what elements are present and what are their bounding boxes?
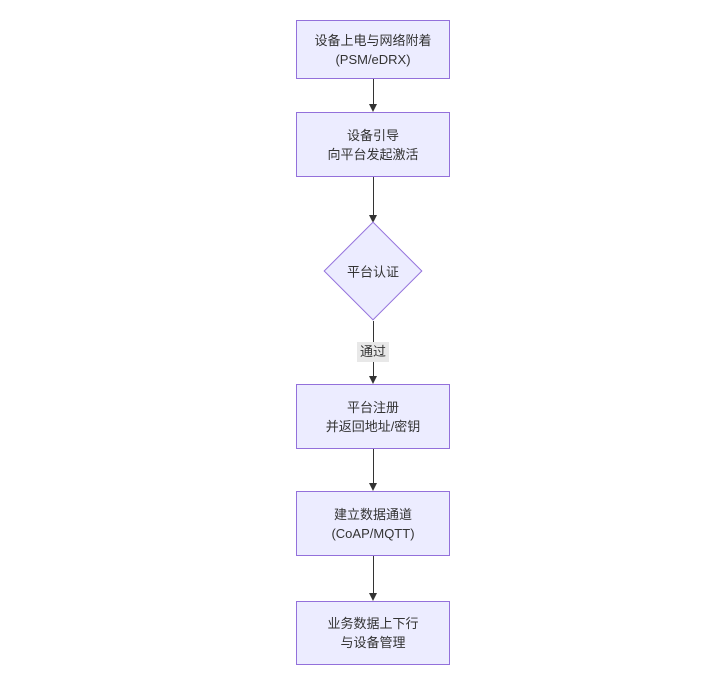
node-business-data-management: 业务数据上下行 与设备管理 <box>296 601 450 665</box>
arrowhead-icon <box>369 376 377 384</box>
node-label-line: 向平台发起激活 <box>327 146 419 162</box>
node-device-bootstrap: 设备引导 向平台发起激活 <box>296 112 450 177</box>
node-label-line: 与设备管理 <box>340 635 406 650</box>
node-label-line: 并返回地址/密钥 <box>325 418 421 434</box>
edge-label-pass: 通过 <box>356 342 390 362</box>
arrowhead-icon <box>369 593 377 601</box>
node-device-power-network-attach: 设备上电与网络附着 (PSM/eDRX) <box>296 20 450 79</box>
arrowhead-icon <box>369 215 377 223</box>
node-label-line: 设备上电与网络附着 <box>314 32 432 48</box>
arrowhead-icon <box>369 483 377 491</box>
node-label-line: 建立数据通道 <box>333 506 412 522</box>
arrow-line <box>372 556 374 594</box>
node-label-line: 平台注册 <box>346 399 399 415</box>
node-data-channel: 建立数据通道 (CoAP/MQTT) <box>296 491 450 556</box>
node-platform-register: 平台注册 并返回地址/密钥 <box>296 384 450 449</box>
arrow-line <box>372 449 374 484</box>
arrow-bootstrap-to-auth <box>369 177 377 223</box>
arrow-register-to-channel <box>369 449 377 491</box>
node-label-line: 平台认证 <box>346 264 400 280</box>
arrowhead-icon <box>369 104 377 112</box>
arrow-line <box>372 177 374 216</box>
node-label-line: 业务数据上下行 <box>327 616 419 631</box>
arrow-line <box>372 79 374 105</box>
node-label-line: (PSM/eDRX) <box>335 51 411 67</box>
arrow-channel-to-business <box>369 556 377 601</box>
decision-platform-auth: 平台认证 <box>323 221 423 321</box>
node-label-line: 设备引导 <box>346 127 399 143</box>
arrow-attach-to-bootstrap <box>369 79 377 112</box>
node-label-line: (CoAP/MQTT) <box>331 525 415 541</box>
